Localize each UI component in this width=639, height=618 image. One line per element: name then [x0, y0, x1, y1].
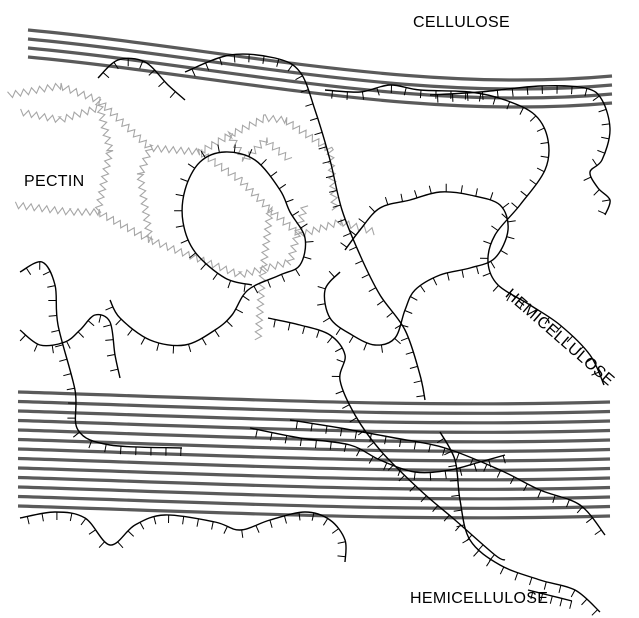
cellulose-strand: [28, 30, 612, 80]
hemicellulose-side-groups: [27, 512, 345, 557]
hemicellulose-side-groups: [26, 262, 181, 456]
pectin-chain: [229, 133, 292, 161]
hemicellulose-chain-11: [250, 428, 505, 481]
hemicellulose-side-groups: [317, 184, 516, 353]
hemicellulose-chain-1: [185, 54, 425, 400]
pectin-chain: [96, 99, 114, 212]
cellulose-bundle-middle: [18, 392, 610, 518]
pectin-label: PECTIN: [24, 173, 84, 191]
hemicellulose-side-groups: [192, 54, 424, 397]
pectin-chain: [255, 210, 273, 339]
cellulose-label: CELLULOSE: [413, 14, 510, 32]
cellulose-bundle-top: [28, 30, 612, 107]
hemicellulose-chain-3: [20, 262, 182, 456]
hemicellulose-chain-5: [106, 145, 314, 354]
hemicellulose-backbone: [324, 192, 508, 345]
pectin-chain: [137, 149, 153, 239]
hemicellulose-label-bottom: HEMICELLULOSE: [410, 590, 548, 608]
pectin-chain: [8, 83, 338, 210]
hemicellulose-chain-8: [317, 184, 516, 353]
pectin-chain: [21, 105, 97, 122]
cellulose-strand: [18, 392, 610, 404]
hemicellulose-backbone: [110, 152, 306, 346]
pectin-chain: [202, 149, 375, 237]
hemicellulose-backbone: [185, 54, 425, 400]
hemicellulose-chains: [20, 54, 610, 615]
hemicellulose-chain-10: [20, 512, 346, 562]
hemicellulose-side-groups: [106, 145, 314, 354]
